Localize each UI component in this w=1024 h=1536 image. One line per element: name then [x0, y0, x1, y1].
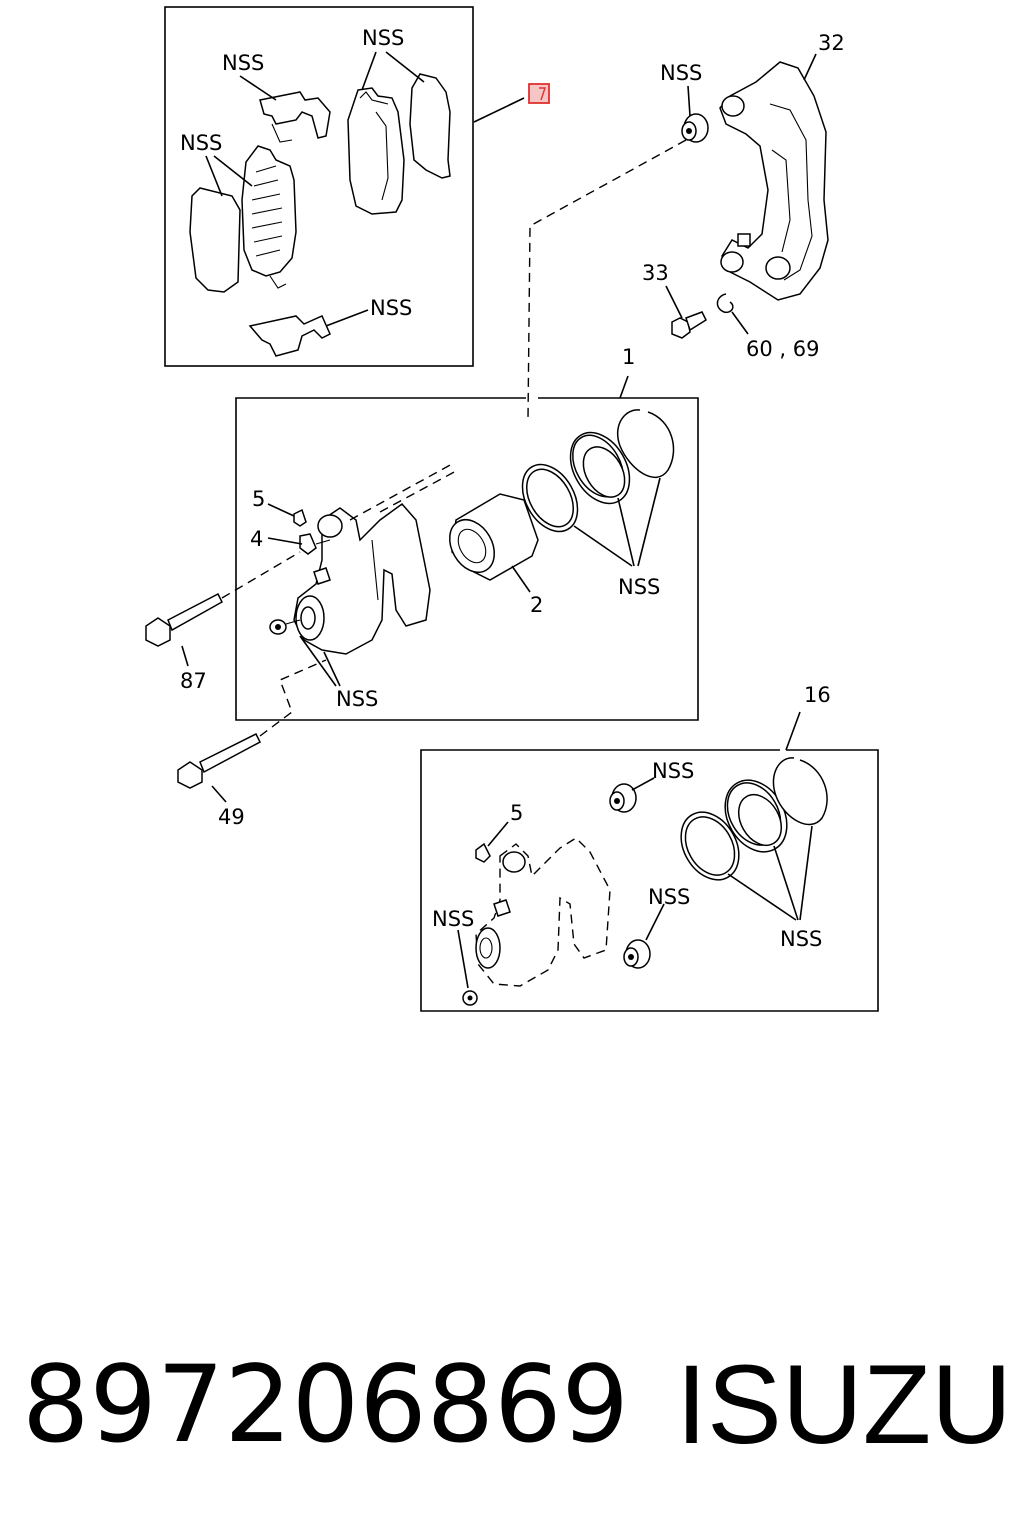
- part-number-text: 897206869: [22, 1343, 629, 1466]
- footer: 897206869 ISUZU: [0, 1340, 1024, 1480]
- callout-nss-seals: NSS: [618, 575, 660, 599]
- pad-kit-group: NSS NSS NSS NSS: [164, 6, 474, 367]
- boot-lower-kit-nss: [623, 939, 651, 969]
- brake-pad-left: [241, 145, 297, 289]
- shim-clip-upper: [259, 91, 331, 143]
- caliper-body: [293, 502, 431, 655]
- boot-upper-kit-nss: [609, 783, 637, 813]
- seal-kit-frame: [420, 749, 879, 1012]
- guide-bolt-49: [177, 732, 261, 789]
- bleeder-screw-4: [299, 533, 317, 555]
- caliper-body-outline-dashed: [475, 837, 611, 987]
- callout-4: 4: [250, 527, 263, 551]
- bolt-33: [671, 311, 707, 339]
- caliper-bracket-32: [719, 61, 829, 301]
- callout-5-lower: 5: [510, 801, 523, 825]
- retaining-ring: [617, 409, 675, 478]
- piston-seal: [521, 463, 579, 533]
- callout-1: 1: [622, 345, 635, 369]
- callout-nss-kit-lower: NSS: [648, 885, 690, 909]
- leader-boot-to-caliper: [527, 139, 687, 419]
- shim-plate-left: [189, 187, 241, 293]
- callout-nss-kit-bleeder: NSS: [432, 907, 474, 931]
- highlighted-part-marker: [528, 83, 550, 104]
- dust-boot-piston: [569, 431, 631, 505]
- callout-nss-caliper-bottom: NSS: [336, 687, 378, 711]
- callout-87: 87: [180, 669, 207, 693]
- snap-ring-60-69: [716, 293, 734, 314]
- callout-32: 32: [818, 31, 845, 55]
- caliper-assembly-group: 5 4 2 NSS: [235, 345, 699, 721]
- callout-16: 16: [804, 683, 831, 707]
- piston-2: [448, 493, 539, 581]
- callout-nss-upper-clip: NSS: [222, 51, 264, 75]
- dust-cap-5: [293, 508, 307, 527]
- shim-clip-lower: [248, 315, 331, 357]
- callout-nss-lower-clip: NSS: [370, 296, 412, 320]
- callout-33: 33: [642, 261, 669, 285]
- pad-kit-frame: [164, 6, 474, 367]
- callout-nss-pads-center: NSS: [362, 26, 404, 50]
- caliper-assembly-frame: [235, 397, 699, 721]
- callout-nss-upper-boot: NSS: [660, 61, 702, 85]
- callout-2: 2: [530, 593, 543, 617]
- dust-cap-5-lower: [475, 842, 491, 863]
- callout-49: 49: [218, 805, 245, 829]
- shim-plate-right: [409, 73, 451, 179]
- dust-boot-kit: [724, 779, 788, 853]
- bleeder-cap-nss: [269, 619, 287, 635]
- boot-upper-nss: [681, 113, 709, 143]
- callout-nss-kit-upper: NSS: [652, 759, 694, 783]
- bleeder-cap-kit-nss: [462, 990, 478, 1006]
- brake-pad-center: [347, 87, 405, 215]
- seal-kit-group: 16 5 NSS NSS: [420, 683, 879, 1012]
- guide-bolt-87: [145, 592, 223, 647]
- brand-name-text: ISUZU: [676, 1342, 1012, 1467]
- seal-ring-kit: [680, 811, 740, 881]
- callout-nss-kit-seals: NSS: [780, 927, 822, 951]
- callout-60-69: 60 , 69: [746, 337, 819, 361]
- callout-nss-pads-left: NSS: [180, 131, 222, 155]
- retaining-ring-kit: [772, 757, 828, 826]
- callout-5-upper: 5: [252, 487, 265, 511]
